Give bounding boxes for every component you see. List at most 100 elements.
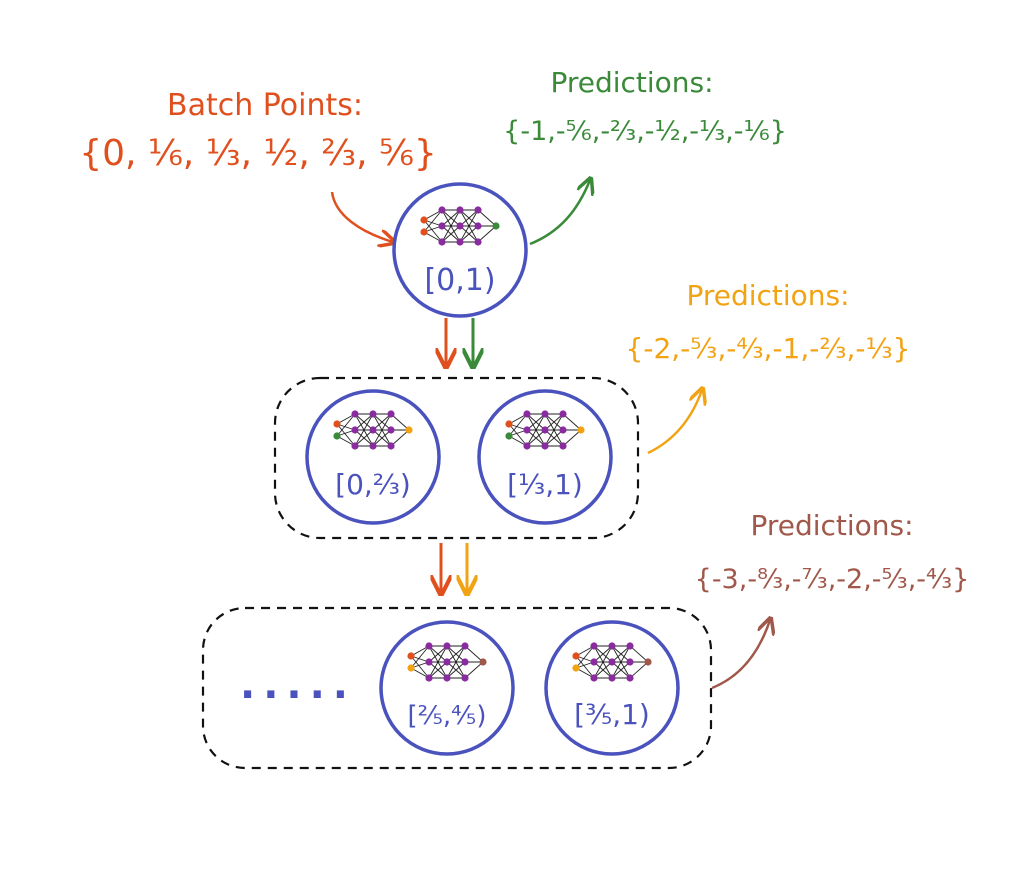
- network-edge: [544, 429, 564, 447]
- predictions-2-title: Predictions:: [686, 279, 849, 312]
- node-bottom-right: [³⁄₅,1): [544, 620, 680, 756]
- network-edge: [459, 225, 479, 243]
- node-bottom-right-label: [³⁄₅,1): [574, 698, 650, 731]
- node-mid-right: [¹⁄₃,1): [477, 389, 613, 525]
- network-edge: [410, 655, 430, 679]
- network-node: [608, 674, 616, 682]
- network-edge: [423, 219, 443, 243]
- network-node: [505, 432, 513, 440]
- network-edge: [336, 413, 356, 437]
- network-node: [523, 426, 531, 434]
- network-edge: [428, 645, 448, 679]
- predictions-1-values: {-1,-⁵⁄₆,-²⁄₃,-¹⁄₂,-¹⁄₃,-¹⁄₆}: [503, 116, 787, 147]
- network-node: [492, 222, 500, 230]
- network-node: [626, 642, 634, 650]
- bottom-group-outline: [201, 606, 713, 770]
- network-edge: [428, 645, 448, 663]
- network-edge: [526, 429, 546, 447]
- prediction-1-arrow: [529, 180, 590, 246]
- network-node: [443, 658, 451, 666]
- node-top: [0,1): [392, 182, 528, 318]
- network-edge: [477, 225, 497, 243]
- network-node: [559, 426, 567, 434]
- network-edge: [464, 645, 484, 663]
- network-node: [523, 442, 531, 450]
- network-edge: [459, 209, 479, 227]
- network-edge: [477, 209, 497, 227]
- prediction-2-arrow: [647, 390, 702, 455]
- network-edge: [629, 645, 649, 663]
- network-node: [369, 442, 377, 450]
- network-node: [387, 442, 395, 450]
- batch-points-title: Batch Points:: [167, 88, 363, 123]
- network-edge: [611, 645, 631, 679]
- prediction-3-arrow: [711, 620, 770, 690]
- predictions-1-title: Predictions:: [550, 66, 713, 99]
- node-bottom-left-label: [²⁄₅,⁴⁄₅): [408, 701, 487, 731]
- network-edge: [611, 661, 631, 679]
- node-top-label: [0,1): [424, 263, 495, 298]
- network-node: [541, 442, 549, 450]
- network-edge: [544, 413, 564, 431]
- network-edge: [390, 429, 410, 447]
- batch-arrow: [330, 191, 393, 242]
- network-node: [407, 664, 415, 672]
- predictions-2-values: {-2,-⁵⁄₃,-⁴⁄₃,-1,-²⁄₃,-¹⁄₃}: [626, 332, 911, 365]
- network-edge: [446, 661, 466, 679]
- network-node: [407, 652, 415, 660]
- network-edge: [629, 661, 649, 679]
- network-node: [425, 658, 433, 666]
- network-node: [559, 442, 567, 450]
- network-edge: [410, 645, 430, 669]
- network-node: [474, 222, 482, 230]
- network-edge: [354, 429, 374, 447]
- network-edge: [441, 225, 461, 243]
- network-edge: [372, 413, 392, 431]
- network-node: [461, 674, 469, 682]
- network-edge: [611, 645, 631, 663]
- network-node: [456, 222, 464, 230]
- network-node: [572, 652, 580, 660]
- ellipsis: .....: [240, 662, 356, 708]
- predictions-3-values: {-3,-⁸⁄₃,-⁷⁄₃,-2,-⁵⁄₃,-⁴⁄₃}: [695, 564, 970, 595]
- network-node: [456, 206, 464, 214]
- network-edge: [336, 423, 356, 447]
- node-mid-right-label: [¹⁄₃,1): [507, 468, 583, 501]
- network-node: [420, 228, 428, 236]
- network-node: [387, 410, 395, 418]
- network-node: [523, 410, 531, 418]
- network-node: [590, 674, 598, 682]
- mid-group-outline: [273, 376, 640, 540]
- network-edge: [459, 209, 479, 243]
- network-node: [351, 442, 359, 450]
- node-mid-left: [0,²⁄₃): [305, 389, 441, 525]
- network-node: [644, 658, 652, 666]
- network-node: [590, 658, 598, 666]
- network-edge: [544, 413, 564, 447]
- network-node: [351, 426, 359, 434]
- network-node: [541, 426, 549, 434]
- network-node: [425, 674, 433, 682]
- node-mid-left-label: [0,²⁄₃): [335, 468, 411, 501]
- network-node: [438, 206, 446, 214]
- network-node: [461, 658, 469, 666]
- network-edge: [526, 413, 546, 431]
- network-node: [626, 674, 634, 682]
- network-edge: [593, 645, 613, 679]
- network-node: [505, 420, 513, 428]
- network-edge: [562, 413, 582, 431]
- batch-points-values: {0, ¹⁄₆, ¹⁄₃, ¹⁄₂, ²⁄₃, ⁵⁄₆}: [79, 133, 437, 174]
- network-edge: [575, 655, 595, 679]
- network-node: [479, 658, 487, 666]
- network-edge: [428, 661, 448, 679]
- network-node: [590, 642, 598, 650]
- network-node: [443, 642, 451, 650]
- network-node: [438, 238, 446, 246]
- network-node: [572, 664, 580, 672]
- network-node: [369, 410, 377, 418]
- network-icon: [333, 410, 413, 450]
- network-edge: [423, 209, 443, 233]
- network-edge: [508, 423, 528, 447]
